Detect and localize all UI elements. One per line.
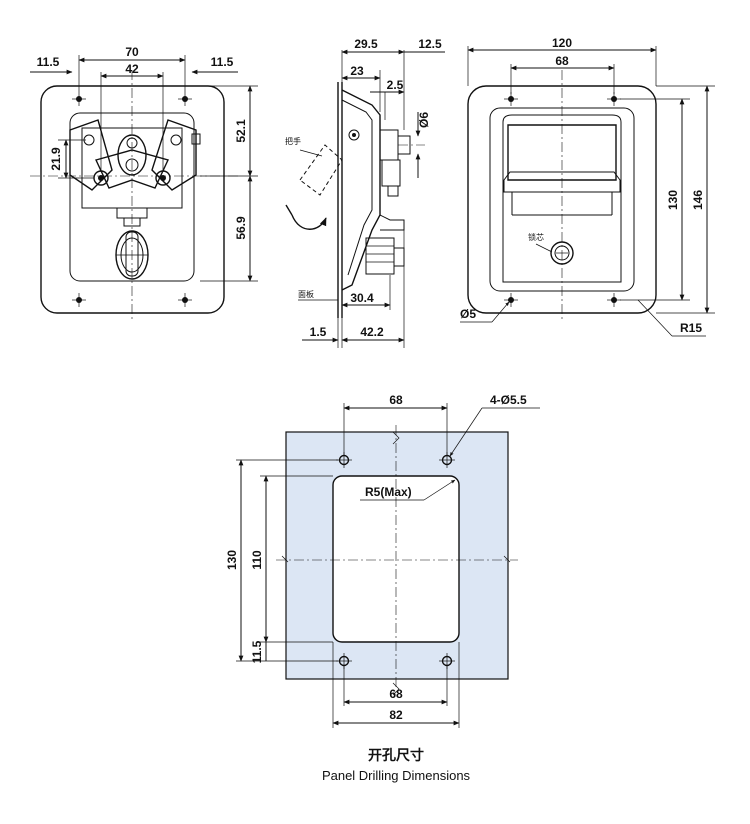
dim-r5-max: R5(Max) <box>365 485 412 499</box>
dim-1-5: 1.5 <box>310 325 327 339</box>
dim-42-2: 42.2 <box>360 325 384 339</box>
caption-cn: 开孔尺寸 <box>368 747 424 764</box>
dim-110: 110 <box>250 550 264 570</box>
dim-2-5: 2.5 <box>387 78 404 92</box>
dim-phi6: Ø6 <box>417 112 431 128</box>
side-dimensions: 29.5 12.5 23 2.5 Ø6 30.4 1.5 42.2 <box>302 37 445 348</box>
dim-130: 130 <box>666 190 680 210</box>
dim-82: 82 <box>389 708 403 722</box>
dim-11-5-cutout: 11.5 <box>250 640 264 663</box>
dim-56-9: 56.9 <box>234 216 248 240</box>
dim-4-phi5-5: 4-Ø5.5 <box>490 393 527 407</box>
dim-23: 23 <box>350 64 364 78</box>
front-mount-holes <box>72 92 192 307</box>
label-handle: 把手 <box>285 136 301 146</box>
front-dimensions: 70 42 11.5 11.5 52.1 56.9 21.9 <box>30 45 258 282</box>
dim-11-5-left: 11.5 <box>37 55 60 69</box>
dim-70: 70 <box>125 45 139 59</box>
latch-mechanism <box>69 119 201 280</box>
dim-21-9: 21.9 <box>49 147 63 171</box>
rear-mount-holes <box>504 92 621 307</box>
panel-cutout-view: 68 4-Ø5.5 R5(Max) 130 110 11.5 68 <box>225 393 540 728</box>
dim-68: 68 <box>555 54 569 68</box>
cutout-dimensions: 68 4-Ø5.5 R5(Max) 130 110 11.5 68 <box>225 393 540 728</box>
dim-29-5: 29.5 <box>354 37 378 51</box>
front-view: 70 42 11.5 11.5 52.1 56.9 21.9 <box>30 45 258 320</box>
label-lock-core: 锁芯 <box>528 232 544 242</box>
dim-30-4: 30.4 <box>350 291 374 305</box>
rear-view: 锁芯 120 68 130 146 Ø5 R15 <box>460 36 715 337</box>
side-view: 把手 面板 29.5 12.5 23 2.5 Ø6 30.4 <box>285 37 445 348</box>
cutout-holes <box>336 452 455 669</box>
dim-42: 42 <box>125 62 139 76</box>
dim-146: 146 <box>691 190 705 210</box>
dim-120: 120 <box>552 36 572 50</box>
dim-phi5: Ø5 <box>460 307 476 321</box>
rear-handle-pocket <box>502 114 622 283</box>
rear-dimensions: 120 68 130 146 Ø5 R15 <box>460 36 715 337</box>
dim-52-1: 52.1 <box>234 119 248 143</box>
caption-en: Panel Drilling Dimensions <box>322 768 471 783</box>
dim-68-top: 68 <box>389 393 403 407</box>
dim-68-bottom: 68 <box>389 687 403 701</box>
label-panel: 面板 <box>298 289 314 299</box>
dim-130-cutout: 130 <box>225 550 239 570</box>
dim-r15: R15 <box>680 321 702 335</box>
dim-11-5-right: 11.5 <box>211 55 234 69</box>
dim-12-5: 12.5 <box>418 37 442 51</box>
